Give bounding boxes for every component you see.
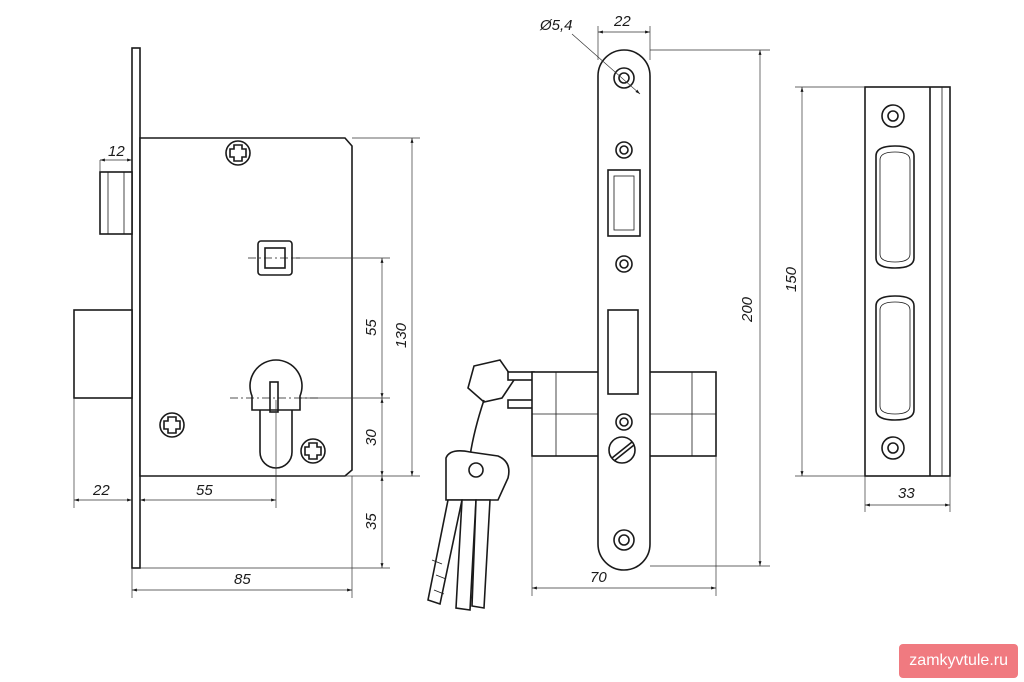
keys-illustration <box>427 359 535 611</box>
screw-hole-icon <box>613 67 635 89</box>
dim-bottom-margin: 35 <box>363 513 380 530</box>
dim-faceplate-height: 200 <box>739 296 756 323</box>
bolt-slot <box>875 295 915 421</box>
faceplate-side <box>131 47 141 569</box>
screw-icon <box>300 438 326 464</box>
dim-strike-width: 33 <box>898 485 915 502</box>
lock-case <box>139 137 353 477</box>
lock-body-side-view: 12 22 55 85 55 130 30 35 <box>73 47 420 598</box>
slot-screw-icon <box>608 436 636 464</box>
dim-cylinder-length: 70 <box>590 569 607 586</box>
faceplate-front-view: 22 Ø5,4 200 70 <box>531 13 770 596</box>
strike-plate-view: 150 33 <box>783 86 951 512</box>
latch-window <box>607 169 641 237</box>
screw-icon <box>225 140 251 166</box>
latch-slot <box>875 145 915 269</box>
dim-cylinder-to-bottom: 30 <box>363 429 380 446</box>
dim-case-depth: 85 <box>234 571 251 588</box>
dim-case-height: 130 <box>393 322 410 348</box>
dim-strike-height: 150 <box>783 266 800 292</box>
screw-hole-icon <box>613 529 635 551</box>
dim-screw-hole: Ø5,4 <box>539 17 573 34</box>
watermark-badge[interactable]: zamkyvtule.ru <box>899 644 1018 678</box>
dim-handle-to-cylinder: 55 <box>363 319 380 336</box>
dim-faceplate-offset: 22 <box>92 482 110 499</box>
dim-cylinder-center: 55 <box>196 482 213 499</box>
dead-bolt <box>73 309 133 399</box>
dim-backset-bolt: 12 <box>108 143 125 160</box>
screw-icon <box>159 412 185 438</box>
dim-faceplate-width: 22 <box>613 13 631 30</box>
deadbolt-window <box>607 309 639 395</box>
screw-hole-icon <box>881 436 905 460</box>
latch-bolt <box>99 171 133 235</box>
screw-hole-icon <box>881 104 905 128</box>
